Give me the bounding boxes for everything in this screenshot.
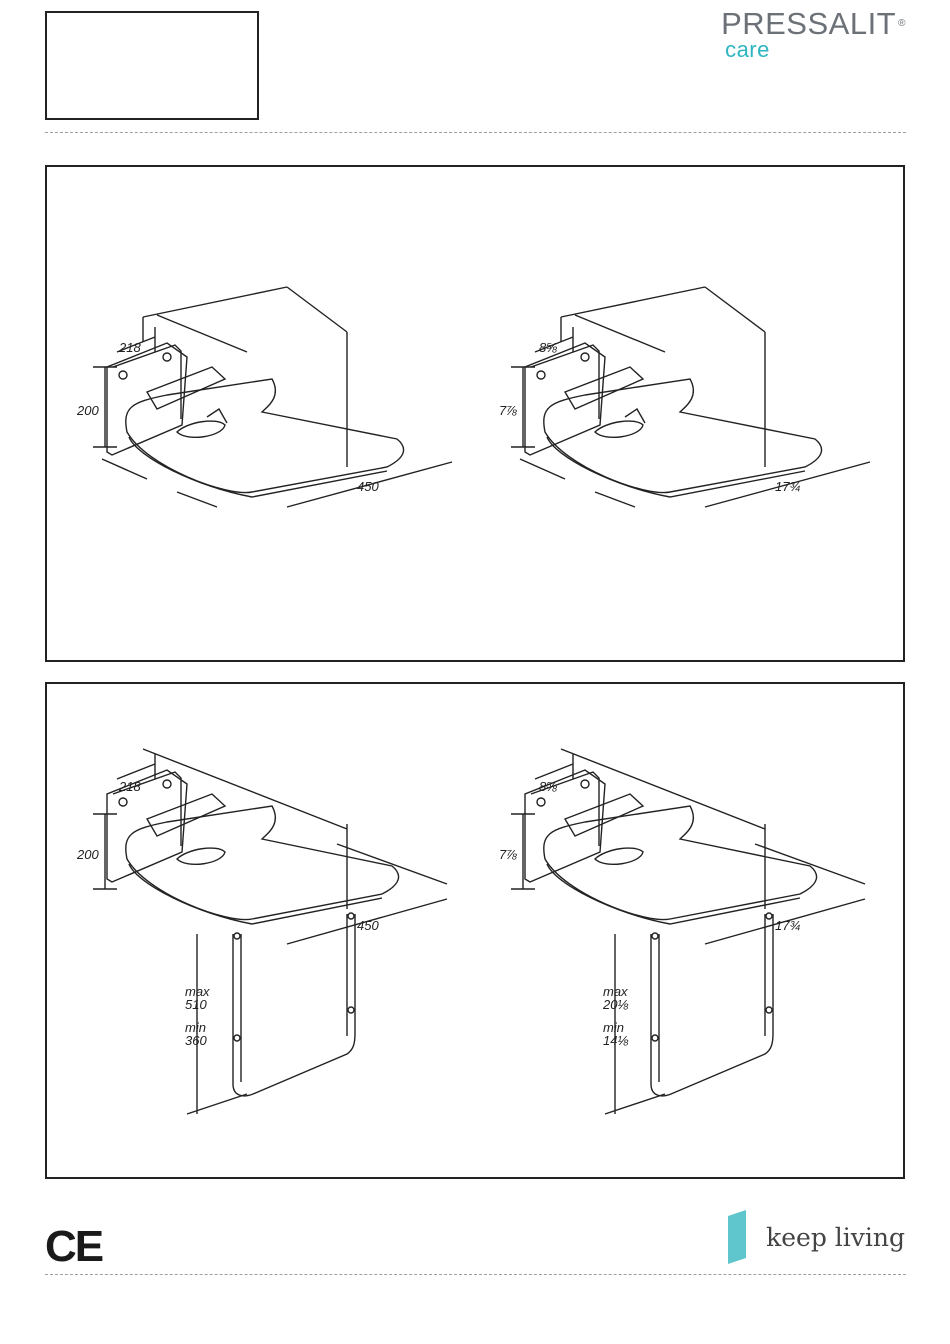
leg-max-value-left: 510 <box>185 997 207 1012</box>
divider-bottom <box>45 1274 906 1275</box>
leg-min-value-left: 360 <box>185 1033 207 1048</box>
dim-height-left: 200 <box>76 403 99 418</box>
dim-depth-leg-right: 8⅝ <box>539 779 557 794</box>
label-box <box>45 11 259 120</box>
dim-width-left: 450 <box>357 479 379 494</box>
seat-drawings: 218 200 450 8⅝ 7⅞ 17¾ <box>47 167 903 660</box>
brand-logo: PRESSALIT® care <box>721 8 906 60</box>
dim-width-leg-left: 450 <box>357 918 379 933</box>
dim-height-right: 7⅞ <box>499 403 517 418</box>
leg-max-value-right: 20⅛ <box>602 997 628 1012</box>
tagline-logo-icon <box>726 1210 748 1264</box>
registered-mark: ® <box>898 18 906 29</box>
seat-leg-drawing-metric <box>93 749 447 1114</box>
ce-mark: CE <box>45 1222 102 1272</box>
brand-sub: care <box>725 40 906 60</box>
seat-leg-drawings: 218 200 450 max 510 min 360 8⅝ 7⅞ 17¾ ma… <box>47 684 903 1177</box>
seat-leg-drawing-imperial <box>511 749 865 1114</box>
tagline: keep living <box>726 1210 905 1264</box>
dim-height-leg-right: 7⅞ <box>499 847 517 862</box>
divider-top <box>45 132 906 133</box>
tagline-text: keep living <box>766 1223 905 1252</box>
dim-width-leg-right: 17¾ <box>775 918 800 933</box>
dim-height-leg-left: 200 <box>76 847 99 862</box>
leg-min-value-right: 14⅛ <box>603 1033 628 1048</box>
panel-seat-only: 218 200 450 8⅝ 7⅞ 17¾ <box>45 165 905 662</box>
dim-depth-leg-left: 218 <box>118 779 141 794</box>
seat-drawing-imperial <box>511 287 870 507</box>
dim-depth-right: 8⅝ <box>539 340 557 355</box>
seat-drawing-metric <box>93 287 452 507</box>
brand-name: PRESSALIT <box>721 6 896 41</box>
dim-depth-left: 218 <box>118 340 141 355</box>
dim-width-right: 17¾ <box>775 479 800 494</box>
panel-seat-with-leg: 218 200 450 max 510 min 360 8⅝ 7⅞ 17¾ ma… <box>45 682 905 1179</box>
